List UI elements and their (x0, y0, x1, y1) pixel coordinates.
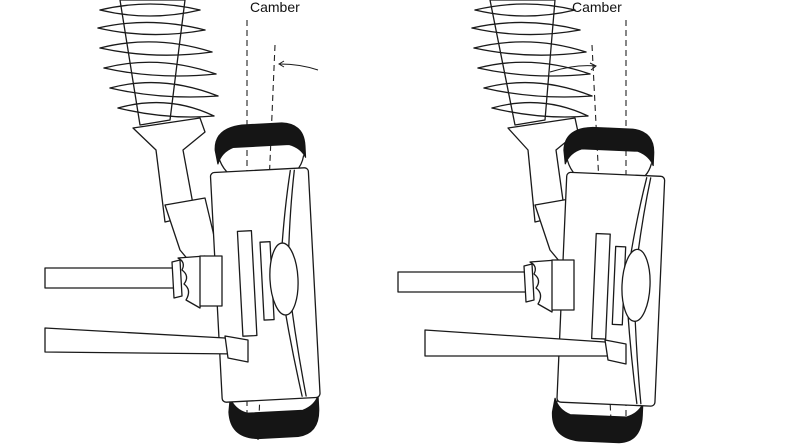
coil-spring (471, 0, 593, 126)
lower-control-arm-left (44, 327, 241, 355)
strut-body (132, 117, 206, 223)
coil-spring (97, 0, 219, 126)
tire-left (209, 122, 321, 440)
drive-shaft-left (44, 255, 223, 309)
drive-shaft-right (397, 259, 575, 313)
strut-body (507, 117, 579, 223)
suspension-assembly-right: Camber (397, 0, 666, 444)
wheel-centerline (257, 44, 276, 441)
camber-angle-arc (549, 65, 597, 73)
wheel-centerline (591, 44, 613, 441)
suspension-assembly-left: Camber (44, 0, 321, 441)
camber-label: Camber (250, 0, 300, 15)
camber-angle-arc (279, 63, 319, 71)
camber-label: Camber (572, 0, 622, 15)
